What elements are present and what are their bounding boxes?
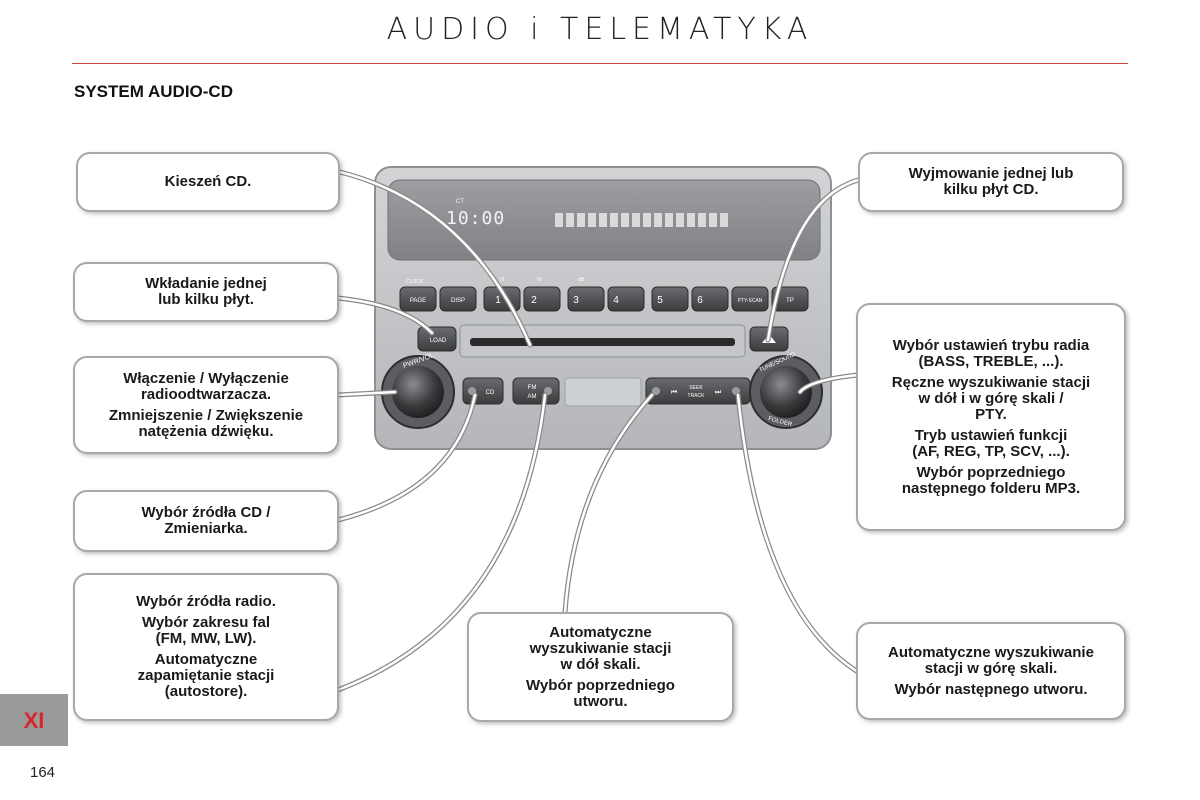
label-bass: III xyxy=(500,277,504,283)
disp-button xyxy=(439,286,477,312)
cd-slot xyxy=(470,338,735,346)
button-row: PAGE DISP 1 2 3 4 5 6 PTY-SCAN TP xyxy=(399,286,809,312)
load-button xyxy=(417,326,457,352)
chapter-tab: XI xyxy=(0,694,68,746)
svg-text:DISP: DISP xyxy=(451,298,465,304)
pwr-vol-knob xyxy=(392,366,444,418)
center-panel xyxy=(564,377,642,407)
svg-text:5: 5 xyxy=(657,295,663,306)
label-treble: III xyxy=(537,277,541,283)
callout-cd-slot: Kieszeń CD. xyxy=(76,152,340,212)
svg-text:CD: CD xyxy=(486,390,495,396)
display-segments xyxy=(555,213,728,227)
preset-6-button xyxy=(691,286,729,312)
svg-text:3: 3 xyxy=(573,295,579,306)
display-ct-label: CT xyxy=(456,199,464,205)
label-clock: CLOCK xyxy=(406,279,424,285)
page-number: 164 xyxy=(30,764,56,781)
svg-text:AM: AM xyxy=(528,394,537,400)
svg-text:2: 2 xyxy=(531,295,537,306)
fm-am-button xyxy=(512,377,560,405)
tune-sound-knob xyxy=(760,366,812,418)
svg-text:PTY-SCAN: PTY-SCAN xyxy=(738,298,763,304)
svg-text:⏮: ⏮ xyxy=(671,389,677,396)
svg-text:TP: TP xyxy=(786,298,794,304)
callout-eject: Wyjmowanie jednej lub kilku płyt CD. xyxy=(858,152,1124,212)
svg-text:TRACK: TRACK xyxy=(688,393,706,399)
callout-seek-down: Automatyczne wyszukiwanie stacji w dół s… xyxy=(467,612,734,722)
preset-3-button xyxy=(567,286,605,312)
display-time: 10:00 xyxy=(446,208,505,229)
callout-load: Wkładanie jednej lub kilku płyt. xyxy=(73,262,339,322)
page-header-title: AUDIO i TELEMATYKA xyxy=(386,12,814,47)
svg-text:⏭: ⏭ xyxy=(715,389,722,396)
callout-radio-source: Wybór źródła radio. Wybór zakresu fal (F… xyxy=(73,573,339,721)
preset-2-button xyxy=(523,286,561,312)
label-db: dB xyxy=(578,277,585,283)
svg-text:FM: FM xyxy=(528,385,537,391)
preset-5-button xyxy=(651,286,689,312)
preset-4-button xyxy=(607,286,645,312)
pty-scan-button xyxy=(731,286,769,312)
svg-text:1: 1 xyxy=(495,295,501,306)
svg-text:4: 4 xyxy=(613,295,619,306)
header-divider xyxy=(72,63,1128,64)
callout-power-volume: Włączenie / Wyłączenie radioodtwarzacza.… xyxy=(73,356,339,454)
chapter-number: XI xyxy=(23,708,45,733)
svg-text:PAGE: PAGE xyxy=(410,298,426,304)
tp-button xyxy=(771,286,809,312)
callout-tune-sound: Wybór ustawień trybu radia (BASS, TREBLE… xyxy=(856,303,1126,531)
load-label: LOAD xyxy=(430,338,447,344)
svg-text:6: 6 xyxy=(697,295,703,306)
callout-seek-up: Automatyczne wyszukiwanie stacji w górę … xyxy=(856,622,1126,720)
leader-lines xyxy=(335,169,861,693)
svg-text:SEEK: SEEK xyxy=(689,385,703,391)
callout-cd-source: Wybór źródła CD / Zmieniarka. xyxy=(73,490,339,552)
page-button xyxy=(399,286,437,312)
section-title: SYSTEM AUDIO-CD xyxy=(74,82,233,101)
